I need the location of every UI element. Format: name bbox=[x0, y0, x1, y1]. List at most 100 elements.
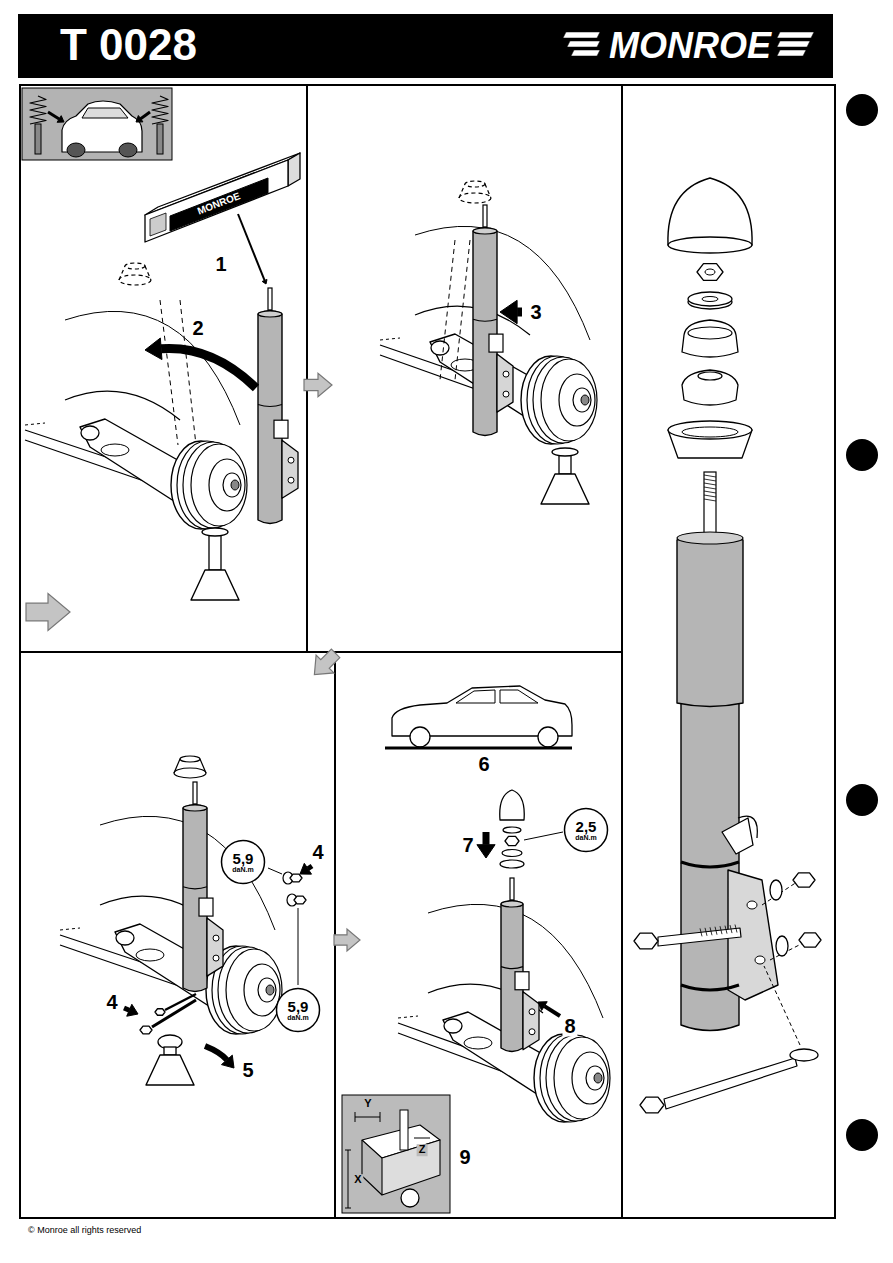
top-mount bbox=[174, 768, 206, 778]
new-shock bbox=[258, 311, 282, 524]
inset-arrow bbox=[48, 112, 59, 119]
fit-arrow-head bbox=[262, 280, 267, 284]
bolt-arrow-head bbox=[300, 863, 312, 874]
rod-thread bbox=[704, 475, 716, 477]
panel-divider bbox=[306, 85, 308, 652]
new-shock-clip bbox=[515, 972, 529, 990]
new-shock-hole bbox=[288, 457, 294, 463]
new-shock-clip bbox=[489, 334, 503, 352]
new-shock-bracket bbox=[523, 992, 539, 1050]
bracket-band bbox=[681, 862, 739, 867]
callout-number: 3 bbox=[528, 302, 543, 323]
inset-arrow-head bbox=[57, 116, 64, 123]
new-shock-rod bbox=[268, 288, 272, 310]
new-shock-hole bbox=[503, 391, 509, 397]
dimension-tick bbox=[345, 1150, 351, 1208]
inset-arrow-head bbox=[136, 116, 143, 122]
car-wheel bbox=[67, 143, 85, 157]
step-arrow bbox=[334, 929, 360, 951]
new-shock-collar bbox=[473, 319, 497, 321]
bolt-thread bbox=[710, 927, 712, 935]
torque-unit: daN.m bbox=[232, 866, 253, 873]
long-bolt bbox=[664, 1058, 797, 1109]
logo-stripe bbox=[777, 50, 806, 56]
clip-arrow bbox=[544, 1006, 560, 1016]
circle-border bbox=[222, 841, 265, 884]
bracket-hole bbox=[755, 956, 765, 964]
rod-thread bbox=[704, 487, 716, 489]
panel-divider bbox=[20, 651, 622, 653]
hub-nut bbox=[581, 395, 589, 405]
car-window bbox=[456, 690, 495, 703]
box-front bbox=[145, 160, 288, 242]
old-strut-ghost bbox=[440, 240, 455, 380]
callout-number: 1 bbox=[213, 254, 228, 275]
callout-number: 9 bbox=[457, 1147, 472, 1168]
jack-pad bbox=[552, 448, 578, 456]
inset-shock bbox=[35, 124, 41, 154]
hub-nut bbox=[594, 1073, 602, 1083]
bolt-shank bbox=[165, 994, 196, 1010]
hub-face bbox=[209, 459, 245, 511]
dimension-label: Y bbox=[362, 1098, 373, 1110]
torque-value: 2,5 bbox=[576, 819, 597, 834]
step-arrow bbox=[304, 373, 332, 397]
washer-bore bbox=[702, 297, 718, 302]
bolt-shank bbox=[658, 928, 741, 946]
circle-border bbox=[565, 809, 608, 852]
washer bbox=[776, 936, 788, 956]
new-shock-rod bbox=[483, 205, 487, 227]
hub-cap bbox=[573, 388, 591, 412]
arm-bush bbox=[431, 341, 449, 355]
title-bar bbox=[18, 14, 833, 78]
new-shock-hole bbox=[503, 371, 509, 377]
cup-rim bbox=[668, 421, 752, 439]
dimension-line bbox=[348, 1150, 349, 1208]
car-window bbox=[82, 108, 128, 118]
brand-logo: MONROE bbox=[607, 27, 773, 65]
bushing bbox=[500, 860, 524, 868]
axle-beam bbox=[380, 338, 400, 340]
hub-cap bbox=[586, 1066, 604, 1090]
lower-arrow-head bbox=[221, 1055, 234, 1068]
axle-beam bbox=[398, 1016, 418, 1018]
page-title: T 0028 bbox=[60, 22, 197, 68]
hub-face bbox=[244, 964, 280, 1016]
bolt-head bbox=[634, 933, 658, 949]
remove-arrow bbox=[161, 348, 256, 388]
vehicle-inset bbox=[22, 88, 172, 160]
clip-arrow-head bbox=[538, 1002, 547, 1011]
axle-beam bbox=[25, 423, 45, 425]
torque-circle: 2,5daN.m bbox=[563, 807, 609, 853]
detail-inset bbox=[342, 1095, 450, 1213]
binder-hole bbox=[846, 1119, 878, 1151]
nut bbox=[697, 264, 723, 281]
logo-stripe bbox=[567, 41, 600, 47]
bushing bbox=[682, 320, 738, 357]
drawing bbox=[18, 14, 878, 1218]
tighten-arrow bbox=[483, 832, 490, 845]
callout-number: 8 bbox=[562, 1016, 577, 1037]
dimension-label: Z bbox=[417, 1144, 428, 1156]
nut bbox=[505, 836, 519, 845]
binder-hole bbox=[846, 439, 878, 471]
bolt-thread bbox=[730, 925, 732, 933]
jack-post bbox=[209, 532, 221, 570]
washer bbox=[790, 1049, 818, 1061]
copyright-caption: © Monroe all rights reserved bbox=[28, 1226, 141, 1235]
callout-number: 2 bbox=[190, 318, 205, 339]
brake-clip bbox=[738, 816, 757, 838]
arm-bush bbox=[444, 1019, 462, 1033]
nut bbox=[793, 873, 815, 887]
remove-arrow-head bbox=[145, 338, 162, 360]
new-shock-bracket bbox=[497, 354, 513, 412]
axle-beam bbox=[60, 928, 80, 930]
bolt-head bbox=[140, 1026, 152, 1034]
wheel-arch bbox=[415, 226, 590, 340]
car-wheel bbox=[119, 143, 137, 157]
bolt-arrow-head bbox=[127, 1004, 138, 1016]
hub-nut bbox=[266, 985, 274, 995]
cup-inner bbox=[682, 427, 738, 437]
